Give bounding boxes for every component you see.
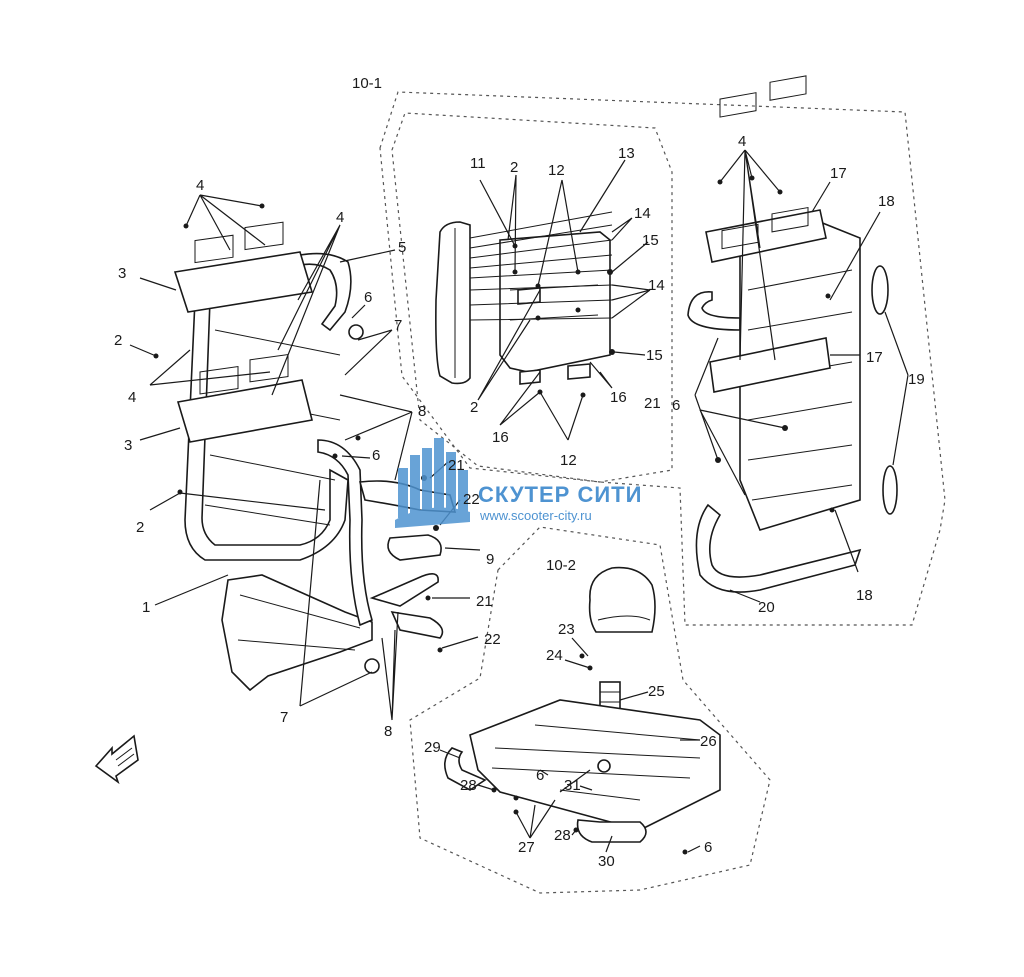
callout-labels: 10-1 10-2 4 4 4 4 5 3 3 2 2 2 2 6 6 6 6 … (114, 75, 925, 870)
callout-30: 30 (598, 853, 615, 870)
callout-22: 22 (463, 491, 480, 508)
callout-14: 14 (648, 277, 665, 294)
callout-1: 1 (142, 599, 150, 616)
callout-12: 12 (560, 452, 577, 469)
callout-4: 4 (196, 177, 204, 194)
callout-3: 3 (118, 265, 126, 282)
callout-13: 13 (618, 145, 635, 162)
callout-14: 14 (634, 205, 651, 222)
callout-5: 5 (398, 239, 406, 256)
callout-9: 9 (486, 551, 494, 568)
callout-18: 18 (878, 193, 895, 210)
callout-4: 4 (738, 133, 746, 150)
callout-15: 15 (642, 232, 659, 249)
callout-16: 16 (610, 389, 627, 406)
callout-12: 12 (548, 162, 565, 179)
callout-17: 17 (830, 165, 847, 182)
callout-2: 2 (470, 399, 478, 416)
callout-29: 29 (424, 739, 441, 756)
group-10-2-boundary (409, 526, 771, 894)
group-10-1-boundary (379, 91, 946, 626)
callout-20: 20 (758, 599, 775, 616)
callout-23: 23 (558, 621, 575, 638)
callout-6: 6 (364, 289, 372, 306)
callout-28: 28 (554, 827, 571, 844)
callout-6: 6 (704, 839, 712, 856)
callout-6: 6 (372, 447, 380, 464)
watermark-url: www.scooter-city.ru (479, 508, 592, 523)
callout-4: 4 (128, 389, 136, 406)
callout-25: 25 (648, 683, 665, 700)
callout-2: 2 (114, 332, 122, 349)
watermark-title: СКУТЕР СИТИ (478, 482, 642, 507)
callout-6: 6 (672, 397, 680, 414)
callout-17: 17 (866, 349, 883, 366)
callout-2: 2 (510, 159, 518, 176)
callout-19: 19 (908, 371, 925, 388)
callout-4: 4 (336, 209, 344, 226)
callout-27: 27 (518, 839, 535, 856)
callout-8: 8 (384, 723, 392, 740)
callout-7: 7 (394, 317, 402, 334)
watermark-logo-icon (395, 438, 470, 528)
callout-16: 16 (492, 429, 509, 446)
callout-28: 28 (460, 777, 477, 794)
watermark: СКУТЕР СИТИ www.scooter-city.ru (395, 438, 642, 528)
callout-8: 8 (418, 403, 426, 420)
callout-31: 31 (564, 777, 581, 794)
group-10-2-rack-assembly (439, 566, 721, 855)
callout-18: 18 (856, 587, 873, 604)
callout-21: 21 (448, 457, 465, 474)
callout-15: 15 (646, 347, 663, 364)
callout-21: 21 (476, 593, 493, 610)
callout-26: 26 (700, 733, 717, 750)
front-direction-arrow-icon (94, 734, 139, 785)
group-10-1-rear-rack (687, 75, 909, 603)
group-10-1-backrest-assembly (435, 159, 651, 441)
callout-2: 2 (136, 519, 144, 536)
callout-3: 3 (124, 437, 132, 454)
callout-24: 24 (546, 647, 563, 664)
callout-7: 7 (280, 709, 288, 726)
callout-6: 6 (536, 767, 544, 784)
callout-21: 21 (644, 395, 661, 412)
callout-22: 22 (484, 631, 501, 648)
callout-11: 11 (470, 155, 486, 172)
callout-10-1: 10-1 (352, 75, 382, 92)
callout-10-2: 10-2 (546, 557, 576, 574)
